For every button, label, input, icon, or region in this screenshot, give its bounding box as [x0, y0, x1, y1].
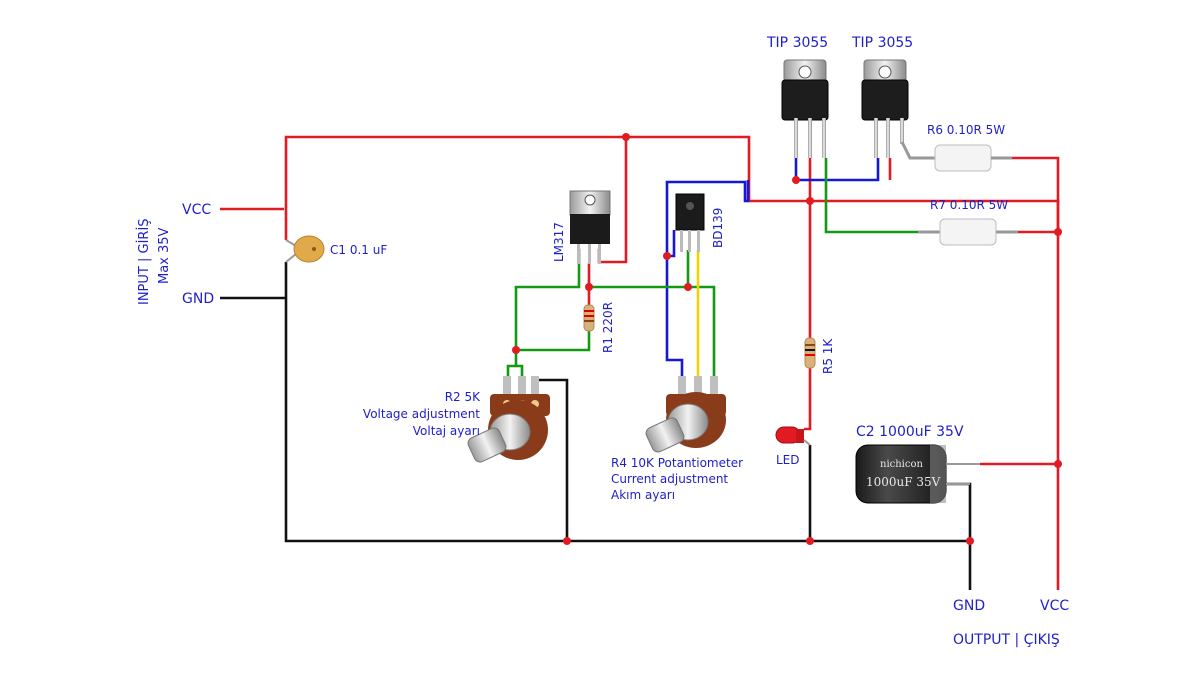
input-max-label: Max 35V	[157, 227, 172, 284]
tip3055-transistor-2	[861, 59, 935, 160]
wire-tip-bases	[794, 158, 880, 182]
output-title-label: OUTPUT | ÇIKIŞ	[953, 632, 1060, 648]
lm317-regulator	[569, 190, 611, 264]
r5-label: R5 1K	[821, 338, 835, 374]
c2-body-marking: 1000uF 35V	[866, 475, 941, 489]
r6-resistor	[934, 144, 1012, 172]
bd139-transistor	[675, 193, 705, 252]
r1-resistor	[583, 304, 595, 332]
r7-label: R7 0.10R 5W	[930, 198, 1008, 212]
r1-label: R1 220R	[601, 302, 615, 353]
wire-c2-minus	[945, 482, 972, 590]
junction	[622, 133, 630, 141]
green-wires	[506, 158, 918, 378]
junction	[806, 197, 814, 205]
r4-potentiometer	[645, 376, 726, 453]
junction	[806, 537, 814, 545]
r6-label: R6 0.10R 5W	[927, 123, 1005, 137]
c1-capacitor	[285, 235, 325, 263]
c1-label: C1 0.1 uF	[330, 243, 387, 257]
led	[775, 426, 811, 446]
output-vcc-label: VCC	[1040, 598, 1069, 614]
r2-label-line3: Voltaj ayarı	[413, 424, 480, 438]
r2-potentiometer	[467, 376, 550, 463]
wire-lm317-adj	[514, 249, 581, 350]
junction	[1054, 228, 1062, 236]
r7-resistor	[918, 218, 1018, 246]
wire-tip-emitter-r7	[824, 158, 918, 234]
tip3055-transistor-1	[781, 59, 829, 158]
wire-tip-emitter-r6	[1012, 156, 1060, 464]
led-label: LED	[776, 453, 800, 467]
wire-gnd-rail	[284, 262, 970, 543]
red-wires	[220, 135, 1060, 590]
tip3055-label-1: TIP 3055	[766, 35, 828, 51]
wire-r2-gnd	[535, 378, 569, 541]
wire-out-to-r4	[589, 285, 716, 378]
junction	[563, 537, 571, 545]
bd139-label: BD139	[711, 208, 725, 248]
r4-label-line1: R4 10K Potantiometer	[611, 456, 743, 470]
input-title-label: INPUT | GİRİŞ	[136, 218, 152, 305]
junction	[966, 537, 974, 545]
c2-electrolytic-capacitor: nichicon 1000uF 35V	[855, 444, 980, 504]
wire-r2-wiper	[516, 364, 524, 378]
junction	[684, 283, 692, 291]
c2-brand-marking: nichicon	[880, 459, 923, 470]
r4-label-line3: Akım ayarı	[611, 488, 675, 502]
r5-resistor	[804, 337, 816, 369]
junction	[1054, 460, 1062, 468]
input-vcc-label: VCC	[182, 202, 211, 218]
tip3055-label-2: TIP 3055	[851, 35, 913, 51]
lm317-label: LM317	[552, 222, 566, 262]
wire-bd139-base	[665, 180, 750, 378]
labels: TIP 3055 TIP 3055 R6 0.10R 5W R7 0.10R 5…	[136, 35, 1069, 648]
r2-label-line2: Voltage adjustment	[363, 407, 480, 421]
junction	[512, 346, 520, 354]
c2-label: C2 1000uF 35V	[856, 424, 964, 440]
r4-label-line2: Current adjustment	[611, 472, 728, 486]
junction	[585, 283, 593, 291]
wire-r1-to-r2	[506, 330, 591, 378]
junction-dots	[512, 133, 1062, 545]
output-gnd-label: GND	[953, 598, 985, 614]
r2-label-line1: R2 5K	[445, 390, 481, 404]
junction	[663, 252, 671, 260]
wire-r5-led	[804, 368, 812, 431]
junction	[792, 176, 800, 184]
input-gnd-label: GND	[182, 291, 214, 307]
